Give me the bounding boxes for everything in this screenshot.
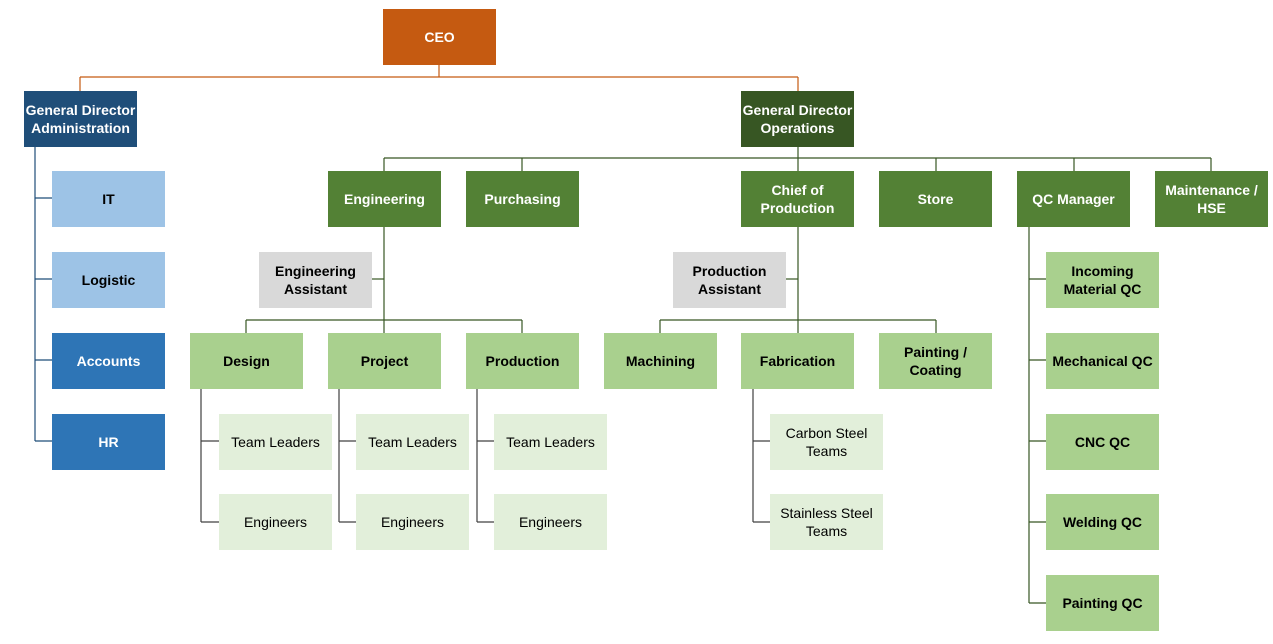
project-team-leaders-box: Team Leaders: [356, 414, 469, 470]
qc-manager-box: QC Manager: [1017, 171, 1130, 227]
qc-manager-label: QC Manager: [1032, 191, 1115, 207]
carbon-steel-label: Carbon Steel Teams: [785, 425, 868, 459]
welding-qc-label: Welding QC: [1062, 514, 1143, 530]
project-team-leaders-label: Team Leaders: [368, 434, 457, 450]
cnc-qc-label: CNC QC: [1074, 434, 1131, 450]
project-box: Project: [328, 333, 441, 389]
production-team-leaders-label: Team Leaders: [506, 434, 595, 450]
it-label: IT: [102, 191, 115, 207]
prod-assistant-label: Production Assistant: [692, 263, 767, 297]
project-engineers-box: Engineers: [356, 494, 469, 550]
project-engineers-label: Engineers: [380, 514, 445, 530]
accounts-box: Accounts: [52, 333, 165, 389]
production-label: Production: [485, 353, 560, 369]
design-team-leaders-box: Team Leaders: [219, 414, 332, 470]
cnc-qc-box: CNC QC: [1046, 414, 1159, 470]
gd-ops-label: General Director Operations: [742, 102, 853, 136]
fabrication-label: Fabrication: [759, 353, 836, 369]
painting-qc-box: Painting QC: [1046, 575, 1159, 631]
project-label: Project: [360, 353, 409, 369]
design-team-leaders-label: Team Leaders: [231, 434, 320, 450]
store-box: Store: [879, 171, 992, 227]
maintenance-box: Maintenance / HSE: [1155, 171, 1268, 227]
chief-production-box: Chief of Production: [741, 171, 854, 227]
logistic-box: Logistic: [52, 252, 165, 308]
incoming-qc-label: Incoming Material QC: [1063, 263, 1142, 297]
machining-label: Machining: [625, 353, 696, 369]
incoming-qc-box: Incoming Material QC: [1046, 252, 1159, 308]
gd-ops-box: General Director Operations: [741, 91, 854, 147]
accounts-label: Accounts: [76, 353, 141, 369]
design-engineers-box: Engineers: [219, 494, 332, 550]
fabrication-box: Fabrication: [741, 333, 854, 389]
eng-assistant-label: Engineering Assistant: [275, 263, 356, 297]
painting-qc-label: Painting QC: [1062, 595, 1143, 611]
gd-admin-box: General Director Administration: [24, 91, 137, 147]
painting-coating-label: Painting / Coating: [904, 344, 967, 378]
store-label: Store: [917, 191, 954, 207]
engineering-box: Engineering: [328, 171, 441, 227]
team-connector: [200, 389, 770, 523]
mechanical-qc-box: Mechanical QC: [1046, 333, 1159, 389]
ceo-connector: [79, 64, 799, 91]
eng-assistant-box: Engineering Assistant: [259, 252, 372, 308]
purchasing-box: Purchasing: [466, 171, 579, 227]
it-box: IT: [52, 171, 165, 227]
purchasing-label: Purchasing: [484, 191, 561, 207]
logistic-label: Logistic: [81, 272, 136, 288]
design-box: Design: [190, 333, 303, 389]
maintenance-label: Maintenance / HSE: [1165, 182, 1258, 216]
machining-box: Machining: [604, 333, 717, 389]
admin-connector: [34, 146, 52, 442]
prod-assistant-box: Production Assistant: [673, 252, 786, 308]
mechanical-qc-label: Mechanical QC: [1052, 353, 1153, 369]
hr-label: HR: [98, 434, 119, 450]
hr-box: HR: [52, 414, 165, 470]
ceo-box: CEO: [383, 9, 496, 65]
engineering-label: Engineering: [344, 191, 425, 207]
ceo-label: CEO: [424, 29, 455, 45]
production-engineers-label: Engineers: [518, 514, 583, 530]
production-engineers-box: Engineers: [494, 494, 607, 550]
stainless-steel-label: Stainless Steel Teams: [780, 505, 873, 539]
painting-coating-box: Painting / Coating: [879, 333, 992, 389]
stainless-steel-box: Stainless Steel Teams: [770, 494, 883, 550]
chief-production-label: Chief of Production: [760, 182, 835, 216]
carbon-steel-box: Carbon Steel Teams: [770, 414, 883, 470]
design-engineers-label: Engineers: [243, 514, 308, 530]
production-team-leaders-box: Team Leaders: [494, 414, 607, 470]
welding-qc-box: Welding QC: [1046, 494, 1159, 550]
design-label: Design: [223, 353, 270, 369]
gd-admin-label: General Director Administration: [25, 102, 136, 136]
production-box: Production: [466, 333, 579, 389]
ops-connector: [245, 146, 1212, 604]
